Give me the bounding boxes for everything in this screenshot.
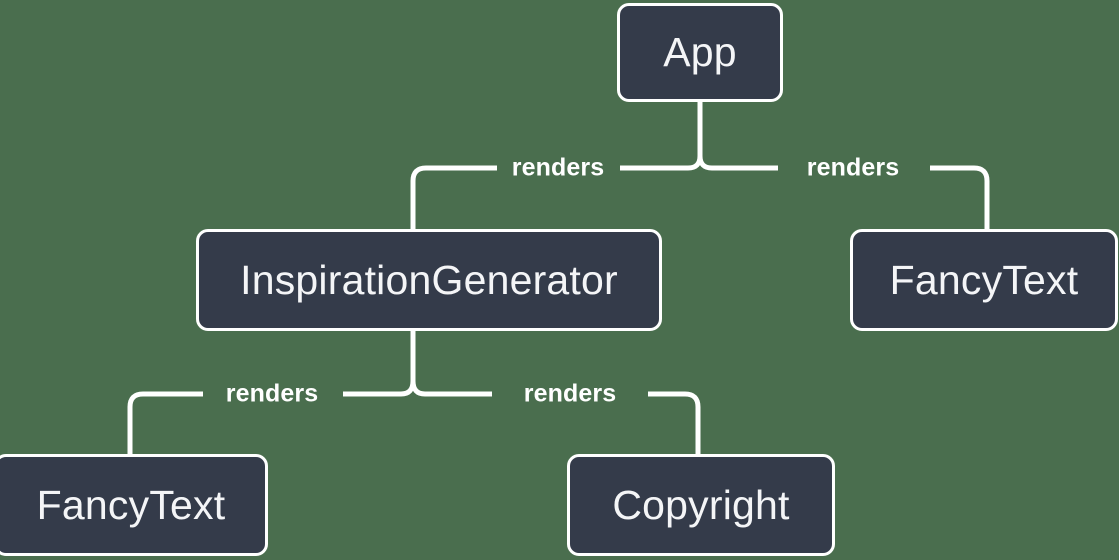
edge-inspiration-to-copyright-run xyxy=(648,391,701,454)
node-fancytext-right[interactable]: FancyText xyxy=(850,229,1118,331)
node-fancytext-left-label: FancyText xyxy=(36,481,226,528)
edge-label-inspiration-generator-to-copyright: renders xyxy=(523,379,617,408)
edge-label-app-to-fancytext-right: renders xyxy=(806,153,900,182)
node-fancytext-left[interactable]: FancyText xyxy=(0,454,268,556)
edge-label-app-to-inspiration-generator: renders xyxy=(511,153,605,182)
node-copyright-label: Copyright xyxy=(612,481,790,528)
edge-app-to-fancytext-right xyxy=(697,155,778,171)
edge-app-to-inspiration xyxy=(620,155,703,171)
node-inspiration-generator[interactable]: InspirationGenerator xyxy=(196,229,662,331)
node-copyright[interactable]: Copyright xyxy=(567,454,835,556)
edge-app-to-inspiration-left-run xyxy=(410,165,497,229)
edge-app-to-fancytext-right-run xyxy=(930,165,990,229)
node-fancytext-right-label: FancyText xyxy=(889,256,1079,303)
node-app[interactable]: App xyxy=(617,3,783,102)
node-app-label: App xyxy=(663,29,737,75)
edge-inspiration-to-fancytext xyxy=(343,380,416,397)
edge-inspiration-to-copyright xyxy=(410,380,492,397)
node-inspiration-generator-label: InspirationGenerator xyxy=(240,256,618,303)
edge-inspiration-to-fancytext-run xyxy=(127,391,203,454)
edge-label-inspiration-generator-to-fancytext-left: renders xyxy=(225,379,319,408)
